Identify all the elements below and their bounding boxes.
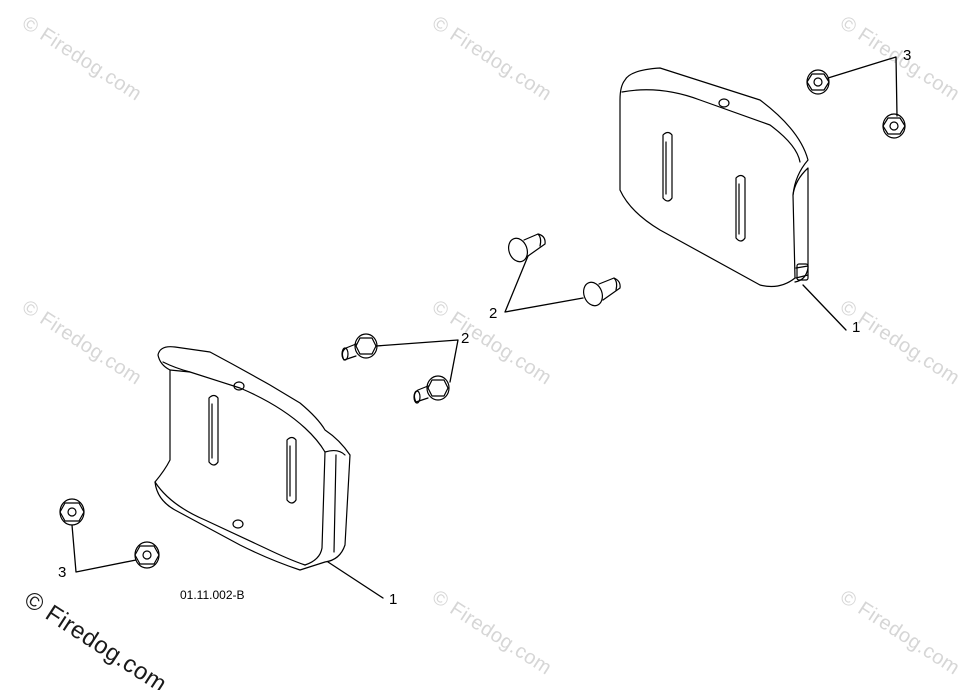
callout-label: 3 xyxy=(58,564,67,581)
shoe-slot xyxy=(208,394,219,466)
skid-shoe-right xyxy=(619,67,809,288)
flange-nut xyxy=(882,113,906,139)
leader-lines xyxy=(71,56,898,599)
flange-bolt xyxy=(341,333,378,361)
flange-nut xyxy=(59,498,85,526)
flange-nut xyxy=(134,541,160,569)
shoe-hole xyxy=(233,381,245,391)
shoe-hole xyxy=(718,98,730,108)
shoe-tab xyxy=(796,263,809,281)
callout-label: 2 xyxy=(489,305,498,322)
carriage-bolt xyxy=(582,277,621,307)
shoe-slot xyxy=(286,436,297,504)
flange-nut xyxy=(806,69,830,95)
callout-label: 3 xyxy=(903,47,912,64)
flange-bolt xyxy=(413,375,450,404)
callout-label: 1 xyxy=(852,319,861,336)
callout-label: 2 xyxy=(461,330,470,347)
drawing-id: 01.11.002-B xyxy=(180,588,245,602)
carriage-bolt xyxy=(507,233,546,263)
skid-shoe-left xyxy=(154,346,351,571)
callout-label: 1 xyxy=(389,591,398,608)
shoe-slot xyxy=(662,131,673,202)
shoe-slot xyxy=(735,174,746,242)
shoe-hole xyxy=(232,519,244,529)
